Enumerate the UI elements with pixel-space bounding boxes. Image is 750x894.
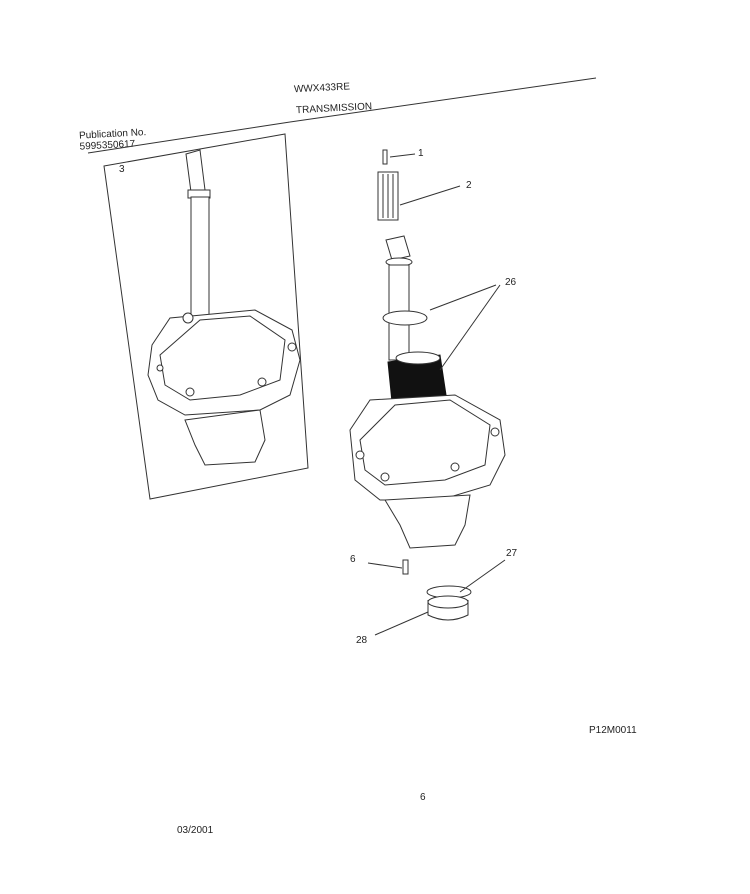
part-1-screw [382, 149, 388, 165]
callout-6: 6 [350, 554, 356, 565]
header-rule-left [87, 121, 291, 154]
transmission-assembly-inset [147, 149, 301, 466]
inset-box [103, 133, 309, 500]
model-number: WWX433RE [294, 81, 351, 95]
transmission-assembly-main [349, 149, 506, 621]
callout-26: 26 [505, 277, 517, 288]
leader-lines [367, 153, 506, 636]
publication-label: Publication No. [79, 127, 147, 142]
figure-code: P12M0011 [589, 725, 637, 736]
part-26-seal-ring [382, 310, 428, 326]
page-number: 6 [420, 792, 426, 803]
part-28-bushing [427, 595, 469, 609]
callout-28: 28 [356, 635, 368, 646]
callout-3: 3 [119, 164, 125, 175]
callout-1: 1 [418, 148, 424, 159]
callout-2: 2 [466, 180, 472, 191]
header-rule-right [289, 77, 597, 123]
publication-date: 03/2001 [177, 825, 214, 836]
publication-number: 5995350617 [79, 139, 136, 153]
part-6-bolt [402, 559, 409, 575]
callout-27: 27 [506, 548, 518, 559]
section-title: TRANSMISSION [296, 101, 373, 116]
